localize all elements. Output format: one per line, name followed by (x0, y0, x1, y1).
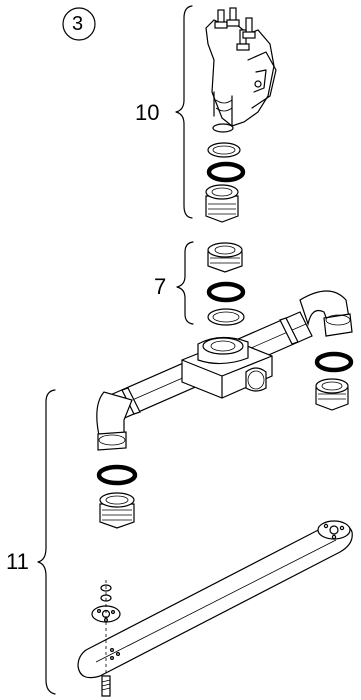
callout-10-label: 10 (135, 100, 160, 125)
mounting-strap (77, 520, 353, 697)
callout-11-label: 11 (6, 549, 29, 574)
middle-seal-stack (206, 242, 246, 326)
step-number-label: 3 (72, 13, 84, 35)
callout-7-label: 7 (154, 274, 167, 299)
bracket-10 (175, 5, 193, 219)
manifold (96, 290, 353, 451)
right-seal-stack (314, 351, 354, 411)
bracket-11 (37, 389, 56, 695)
bracket-7 (176, 241, 194, 325)
valve-head (205, 7, 277, 133)
upper-seal-stack (205, 142, 246, 223)
step-number-circle (62, 7, 96, 41)
left-seal-stack (96, 464, 138, 529)
